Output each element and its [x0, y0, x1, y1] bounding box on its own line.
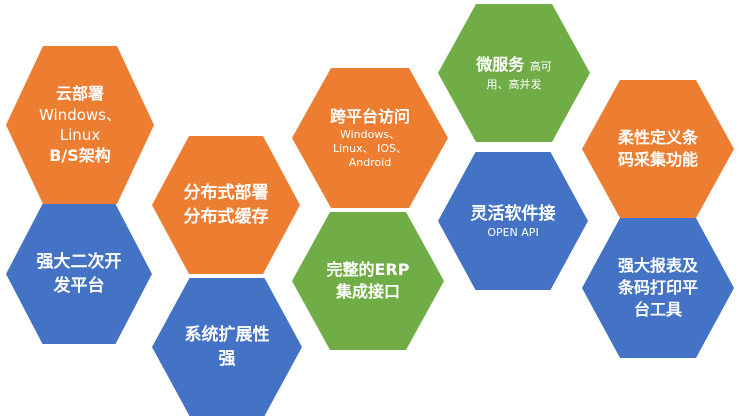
- ext-line1: 系统扩展性: [184, 325, 270, 345]
- dist-line2: 分布式缓存: [183, 207, 269, 227]
- hex-barcode-collection: 柔性定义条 码采集功能: [582, 80, 734, 218]
- barcode-line2: 码采集功能: [617, 150, 698, 169]
- hex-cross-platform: 跨平台访问 Windows、 Linux、 IOS、 Android: [292, 68, 448, 208]
- ext-line2: 强: [218, 349, 236, 369]
- dist-line1: 分布式部署: [183, 183, 269, 203]
- cloud-title: 云部署: [55, 84, 104, 103]
- report-line2: 条码打印平: [617, 278, 698, 297]
- hex-erp-integration: 完整的ERP 集成接口: [292, 212, 444, 350]
- barcode-line1: 柔性定义条: [617, 128, 698, 147]
- cloud-line-bs: B/S架构: [49, 146, 111, 165]
- hex-report-tools: 强大报表及 条码打印平 台工具: [582, 218, 734, 358]
- hex-flexible-interface: 灵活软件接 OPEN API: [438, 152, 588, 290]
- ha-sub-inline: 高可: [529, 60, 552, 73]
- cloud-line-windows: Windows、: [39, 106, 121, 124]
- cloud-line-linux: Linux: [59, 126, 101, 144]
- ha-title: 微服务: [476, 55, 525, 74]
- hex-distributed: 分布式部署 分布式缓存: [152, 136, 300, 274]
- hex-dev-platform: 强大二次开 发平台: [6, 204, 152, 344]
- flex-sub: OPEN API: [487, 226, 539, 239]
- ha-title-row: 微服务 高可: [476, 54, 552, 78]
- erp-line1: 完整的ERP: [326, 260, 410, 279]
- hex-microservice: 微服务 高可 用、高并发: [438, 4, 590, 142]
- hex-cloud-deployment: 云部署 Windows、 Linux B/S架构: [6, 46, 154, 204]
- hex-extensibility: 系统扩展性 强: [152, 278, 302, 416]
- cross-sub-android: Android: [348, 156, 392, 169]
- report-line1: 强大报表及: [617, 256, 698, 275]
- cross-sub-windows: Windows、: [339, 128, 401, 141]
- dev-line2: 发平台: [53, 276, 105, 296]
- dev-line1: 强大二次开: [36, 252, 122, 272]
- report-line3: 台工具: [633, 300, 682, 319]
- cross-title: 跨平台访问: [329, 107, 410, 126]
- erp-line2: 集成接口: [335, 282, 400, 301]
- cross-sub-linux-ios: Linux、 IOS、: [332, 142, 408, 155]
- flex-title: 灵活软件接: [470, 204, 556, 224]
- ha-sub-line2: 用、高并发: [486, 78, 542, 91]
